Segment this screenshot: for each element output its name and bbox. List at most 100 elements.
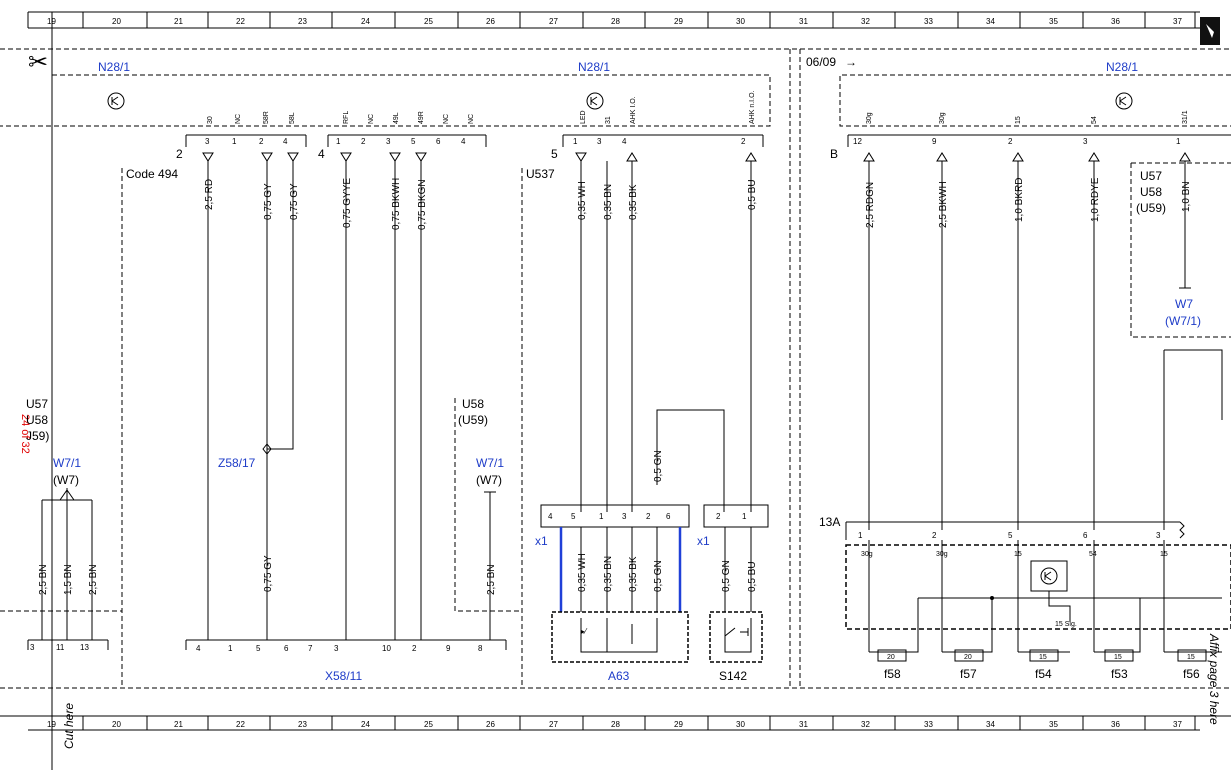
pin-number: 10 <box>382 644 391 653</box>
ruler-num: 22 <box>236 17 245 26</box>
ruler-num: 26 <box>486 720 495 729</box>
pin-number: 1 <box>599 512 604 521</box>
pin-number: 1 <box>232 137 237 146</box>
ruler-num: 36 <box>1111 720 1120 729</box>
ruler-num: 34 <box>986 17 995 26</box>
wire-label: 0,5 GN <box>721 560 732 592</box>
pin-number: 6 <box>666 512 671 521</box>
pin-label: 15 <box>1015 116 1022 124</box>
pin-number: 3 <box>334 644 339 653</box>
z58-label: Z58/17 <box>218 456 256 470</box>
code-494-label: Code 494 <box>126 167 178 181</box>
wire-label: 1,0 BN <box>1181 181 1192 212</box>
wire-label: 2,5 BN <box>486 564 497 595</box>
pin-number: 1 <box>228 644 233 653</box>
page-ref-label: 24 of 32 <box>19 414 31 454</box>
ruler-num: 21 <box>174 17 183 26</box>
variant-label: J59) <box>26 429 49 443</box>
ruler-num: 33 <box>924 17 933 26</box>
pin-number: 2 <box>741 137 746 146</box>
ruler-num: 30 <box>736 17 745 26</box>
pin-label: 30 <box>207 116 214 124</box>
a63-assembly: 0,5 GN 4 5 1 3 2 6 2 1 x1 x1 0,35 WH 0,3… <box>535 409 769 683</box>
page-marker-glyph-icon <box>1206 24 1214 38</box>
ruler-num: 30 <box>736 720 745 729</box>
pin-number: 8 <box>478 644 483 653</box>
ruler-num: 31 <box>799 720 808 729</box>
connector-4: 4 1 2 3 5 6 4 RFL NC 49L 49R NC NC <box>318 111 487 161</box>
connector-5: 5 1 3 4 2 LED 31 AHK I.O. AHK n.I.O. <box>551 90 764 161</box>
pin-number: 6 <box>284 644 289 653</box>
ground-label: (W7/1) <box>1165 314 1201 328</box>
ruler-num: 33 <box>924 720 933 729</box>
n28-label: N28/1 <box>1106 60 1138 74</box>
pin-label: 58L <box>289 112 296 124</box>
ruler-num: 32 <box>861 720 870 729</box>
ground-label: W7 <box>1175 297 1193 311</box>
ruler-num: 25 <box>424 720 433 729</box>
pin-label: NC <box>235 114 242 124</box>
ground-label: (W7) <box>476 473 502 487</box>
ruler-num: 23 <box>298 720 307 729</box>
variant-label: U58 <box>1140 185 1162 199</box>
ruler-num: 22 <box>236 720 245 729</box>
fuse-rating: 20 <box>964 654 972 661</box>
pin-number: 4 <box>548 512 553 521</box>
pin-number: 9 <box>932 137 937 146</box>
pin-number: 5 <box>411 137 416 146</box>
ruler-num: 27 <box>549 17 558 26</box>
pin-number: 1 <box>742 512 747 521</box>
pin-number: 1 <box>858 531 863 540</box>
pin-number: 7 <box>308 644 313 653</box>
top-ruler: 19 20 21 22 23 24 25 26 27 28 29 30 31 3… <box>27 11 1220 45</box>
variant-label: (U59) <box>458 413 488 427</box>
cut-here-label: Cut here <box>62 703 76 749</box>
ruler-num: 26 <box>486 17 495 26</box>
connector-id: 4 <box>318 147 325 161</box>
pin-number: 11 <box>56 643 65 652</box>
ruler-num: 27 <box>549 720 558 729</box>
variant-label: U58 <box>462 397 484 411</box>
switch-icon <box>724 618 752 653</box>
n28-label: N28/1 <box>578 60 610 74</box>
ruler-num: 28 <box>611 720 620 729</box>
pin-number: 2 <box>716 512 721 521</box>
pin-number: 13 <box>80 643 89 652</box>
ruler-num: 24 <box>361 720 370 729</box>
pin-number: 3 <box>1083 137 1088 146</box>
pin-label: NC <box>368 114 375 124</box>
pin-number: 5 <box>571 512 576 521</box>
wire-label: 0,35 BN <box>603 184 614 220</box>
u57-box-right: U57 U58 (U59) W7 (W7/1) <box>1130 162 1231 530</box>
ground-label: W7/1 <box>53 456 81 470</box>
ruler-num: 35 <box>1049 17 1058 26</box>
ruler-num: 32 <box>861 17 870 26</box>
wire-label: 0,35 WH <box>577 553 588 592</box>
x58-label: X58/11 <box>325 669 362 683</box>
wire-label: 0,75 BKWH <box>391 178 402 230</box>
led-icon: ▸⁄ <box>581 627 588 636</box>
pin-label: AHK n.I.O. <box>749 90 756 124</box>
wire-label: 2,5 RDGN <box>865 182 876 228</box>
connector-id: B <box>830 147 838 161</box>
x1-label: x1 <box>697 534 710 548</box>
pin-number: 2 <box>259 137 264 146</box>
upper-wires <box>207 161 1191 640</box>
pin-label: RFL <box>343 111 350 124</box>
fuse-label: f53 <box>1111 667 1128 681</box>
transistor-icon <box>1115 92 1133 110</box>
wire-label: 0,5 BU <box>747 179 758 210</box>
pin-label: NC <box>443 114 450 124</box>
ground-label: W7/1 <box>476 456 504 470</box>
n28-module-right: N28/1 06/09 → <box>806 55 1231 127</box>
connector-b: B 12 9 2 3 1 30g 30g 15 54 31/1 <box>830 110 1231 161</box>
x1-label: x1 <box>535 534 548 548</box>
variant-label: U57 <box>26 397 48 411</box>
fuse-label: f54 <box>1035 667 1052 681</box>
ruler-num: 36 <box>1111 17 1120 26</box>
pin-number: 6 <box>436 137 441 146</box>
u58-box-mid: U58 (U59) W7/1 (W7) 2,5 BN <box>454 397 522 640</box>
fuse-rating: 20 <box>887 654 895 661</box>
left-side: U57 U58 J59) W7/1 (W7) 2,5 BN 1,5 BN 2,5… <box>0 397 122 652</box>
